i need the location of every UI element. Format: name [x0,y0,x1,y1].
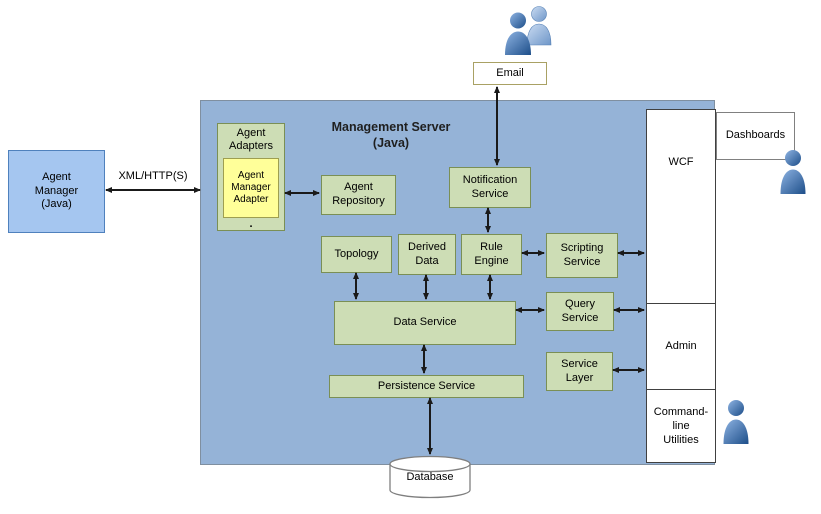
command-line-utilities-section: Command-line Utilities [653,405,709,447]
users-icon [502,3,556,59]
arrow-data-query [515,307,545,313]
dashboards-user-icon [779,149,807,195]
derived-data-box: Derived Data [398,234,456,275]
arrow-derived-data [423,274,429,300]
agent-adapters-title: Agent Adapters [228,127,274,153]
persistence-service-box: Persistence Service [329,375,524,398]
arrow-scripting-wcf [617,250,645,256]
management-server-box: Management Server (Java) Agent Adapters … [200,100,716,465]
rule-engine-box: Rule Engine [461,234,522,275]
arrow-email-notification [494,86,500,166]
cli-user-icon [722,399,750,445]
arrow-rule-data [487,274,493,300]
arrow-data-persistence [421,344,427,374]
xml-http-label: XML/HTTP(S) [118,170,188,182]
arrow-rule-scripting [521,250,545,256]
arrow-topology-data [353,272,359,300]
interface-column: WCF Admin Command-line Utilities [646,109,716,463]
more-adapters-ellipsis: . [249,218,253,230]
agent-manager-box: Agent Manager (Java) [8,150,105,233]
notification-service-box: Notification Service [449,167,531,208]
database-label: Database [406,471,454,483]
database-cylinder: Database [388,454,472,500]
arrow-notification-rule [485,207,491,233]
arrow-persistence-database [427,397,433,455]
admin-section: Admin [647,304,715,390]
management-server-title: Management Server (Java) [331,120,451,151]
cylinder-shape [389,455,471,499]
arrow-servicelayer-admin [612,367,645,373]
agent-manager-adapter-box: Agent Manager Adapter [223,158,279,218]
arrow-adapter-repository [284,190,320,196]
query-service-box: Query Service [546,292,614,331]
topology-box: Topology [321,236,392,273]
dashboards-box: Dashboards [716,112,795,160]
data-service-box: Data Service [334,301,516,345]
arrow-query-wcf [613,307,645,313]
agent-adapters-box: Agent Adapters Agent Manager Adapter . [217,123,285,231]
service-layer-box: Service Layer [546,352,613,391]
scripting-service-box: Scripting Service [546,233,618,278]
wcf-section: WCF [647,110,715,304]
agent-repository-box: Agent Repository [321,175,396,215]
arrow-agent-manager-server [105,187,201,193]
email-box: Email [473,62,547,85]
